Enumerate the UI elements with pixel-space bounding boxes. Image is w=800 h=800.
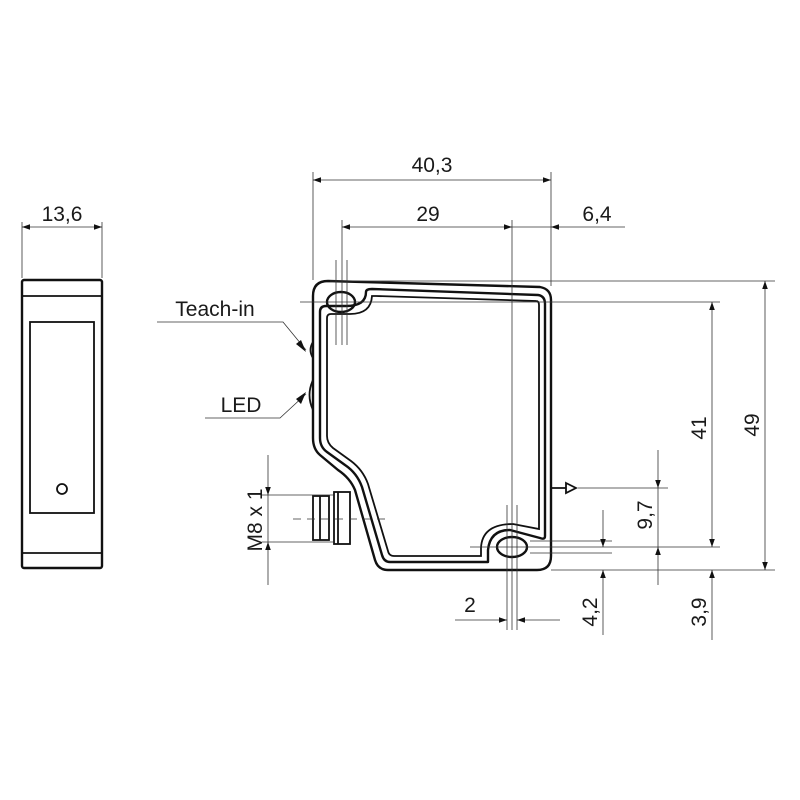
m8-connector [312,491,351,545]
dim-connector: M8 x 1 [244,488,267,551]
dim-bottom-offset: 3,9 [688,597,711,626]
emitter-arrow-icon [552,481,579,495]
dim-side-width: 13,6 [42,203,83,226]
label-teach-in: Teach-in [175,298,254,321]
sensor-housing [308,279,579,572]
dim-hole-spacing-x: 29 [416,203,439,226]
dim-total-height: 49 [741,413,764,436]
side-view [20,222,104,570]
extension-lines [262,172,775,630]
dim-lens-offset: 6,4 [582,203,612,226]
dim-total-width: 40,3 [412,154,453,177]
dim-hole-offset-y: 4,2 [579,597,602,626]
dim-hole-spacing-y: 41 [688,416,711,439]
dimension-lines [157,177,768,640]
dim-emitter-height: 9,7 [634,500,657,529]
label-led: LED [221,394,262,417]
dim-hole-offset-x: 2 [464,594,476,617]
led-indicator-icon [56,483,68,495]
